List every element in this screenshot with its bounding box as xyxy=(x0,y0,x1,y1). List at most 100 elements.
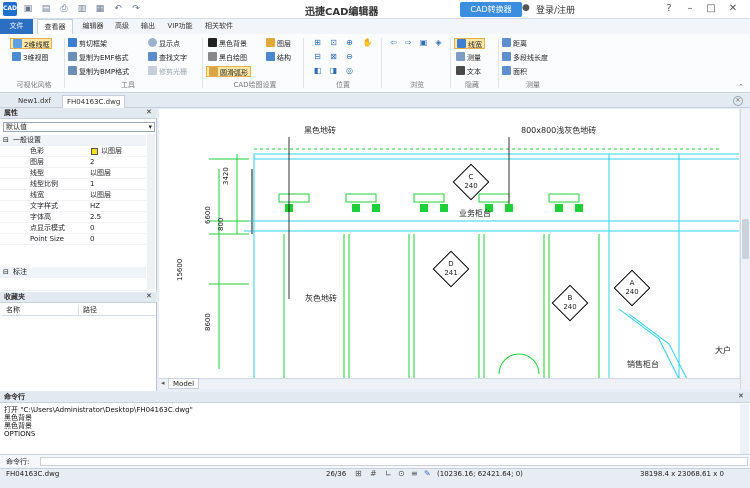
view-3d-button[interactable]: 3维视图 xyxy=(12,52,48,63)
command-input[interactable] xyxy=(40,457,748,466)
copy-emf-button[interactable]: 复制为EMF格式 xyxy=(68,52,129,63)
vertical-scrollbar[interactable] xyxy=(740,109,750,389)
zoom-prev-icon[interactable]: ⊟ xyxy=(314,52,321,61)
property-value[interactable]: 以图层 xyxy=(101,147,122,155)
scroll-thumb[interactable] xyxy=(742,219,749,259)
ortho-icon[interactable]: ∟ xyxy=(385,469,392,478)
pan-hand-icon[interactable]: ✋ xyxy=(362,38,373,47)
property-row[interactable]: 线宽 以图层 xyxy=(0,190,146,201)
back-icon[interactable]: ⇦ xyxy=(390,38,397,47)
smooth-arc-button[interactable]: 圆滑弧形 xyxy=(206,66,251,77)
polar-icon[interactable]: ⊙ xyxy=(398,469,405,478)
lineweight-button[interactable]: 线宽 xyxy=(454,38,485,49)
structure-button[interactable]: 结构 xyxy=(266,52,291,63)
property-key: 线宽 xyxy=(30,191,44,199)
property-row[interactable]: 线型以图层 xyxy=(0,168,146,179)
undo-icon[interactable]: ↶ xyxy=(114,4,122,14)
property-value[interactable]: 0 xyxy=(90,224,95,232)
property-value[interactable]: HZ xyxy=(90,202,101,210)
section-general[interactable]: ⊟一般设置 xyxy=(0,135,146,146)
property-value[interactable]: 1 xyxy=(90,180,95,188)
maximize-icon[interactable]: □ xyxy=(706,3,716,14)
property-value[interactable]: 2 xyxy=(90,158,95,166)
tab-advanced[interactable]: 高级 xyxy=(115,22,129,30)
model-tab[interactable]: Model xyxy=(168,378,200,389)
forward-icon[interactable]: ⇨ xyxy=(405,38,412,47)
zoom-in-icon[interactable]: ⊕ xyxy=(346,38,353,47)
property-row[interactable]: 色彩以图层 xyxy=(0,146,146,157)
doc-tab-fh04163c[interactable]: FH04163C.dwg xyxy=(62,95,126,108)
pen-icon[interactable]: ✎ xyxy=(424,469,431,478)
zoom-window-icon[interactable]: ⊞ xyxy=(314,38,321,47)
favorites-col-name[interactable]: 名称 xyxy=(6,306,20,314)
export-icon[interactable]: ▥ xyxy=(77,4,87,14)
favorites-close-icon[interactable]: ✕ xyxy=(146,292,152,300)
bw-draw-button[interactable]: 黑白绘图 xyxy=(208,52,247,63)
save-icon[interactable]: ▣ xyxy=(23,4,33,14)
clip-frame-button[interactable]: 剪切框架 xyxy=(68,38,107,49)
distance-button[interactable]: 距离 xyxy=(502,38,527,49)
first-layout-icon[interactable]: ◂ xyxy=(161,379,165,387)
drawing-canvas[interactable]: 黑色地砖 800x800浅灰色地砖 灰色地砖 业务柜台 销售柜台 大户 3420… xyxy=(159,109,739,379)
bookmark-icon[interactable]: ◈ xyxy=(435,38,442,47)
property-value[interactable]: 2.5 xyxy=(90,213,102,221)
wireframe-2d-label: 2维线框 xyxy=(24,41,50,49)
find-text-button[interactable]: 查找文字 xyxy=(148,52,187,63)
user-icon[interactable]: ● xyxy=(522,3,530,13)
wireframe-2d-button[interactable]: 2维线框 xyxy=(10,38,53,49)
properties-selector[interactable]: 默认值▾ xyxy=(3,122,155,132)
lineweight-status-icon[interactable]: ≡ xyxy=(411,469,418,478)
show-points-button[interactable]: 显示点 xyxy=(148,38,180,49)
tab-output[interactable]: 输出 xyxy=(141,22,155,30)
zoom-extents-icon[interactable]: ⊡ xyxy=(330,38,337,47)
grid-icon[interactable]: # xyxy=(370,469,377,478)
favorites-col-path[interactable]: 路径 xyxy=(78,305,97,316)
cad-converter-button[interactable]: CAD转换器 xyxy=(460,2,522,17)
tab-editor[interactable]: 编辑器 xyxy=(82,22,104,30)
open-icon[interactable]: ▤ xyxy=(41,4,51,14)
section-label[interactable]: ⊟标注 xyxy=(0,267,146,278)
login-link[interactable]: 登录/注册 xyxy=(536,6,576,16)
property-value[interactable]: 以图层 xyxy=(90,191,111,199)
print-icon[interactable]: ⎙ xyxy=(60,4,68,14)
view-front-icon[interactable]: ◨ xyxy=(329,66,338,75)
measure-hide-button[interactable]: 测量 xyxy=(456,52,481,63)
view-top-icon[interactable]: ◧ xyxy=(313,66,322,75)
close-icon[interactable]: ✕ xyxy=(728,3,738,14)
orbit-icon[interactable]: ◎ xyxy=(346,66,353,75)
close-doc-icon[interactable]: ✕ xyxy=(733,96,743,106)
layers-button[interactable]: 图层 xyxy=(266,38,291,49)
zoom-out-icon[interactable]: ⊖ xyxy=(346,52,353,61)
doc-tab-new1[interactable]: New1.dxf xyxy=(18,97,51,105)
page-icon[interactable]: ▣ xyxy=(419,38,428,47)
snap-icon[interactable]: ⊞ xyxy=(355,469,362,478)
copy-bmp-button[interactable]: 复制为BMP格式 xyxy=(68,66,129,77)
collapse-ribbon-icon[interactable]: ⌃ xyxy=(738,83,744,91)
black-bg-button[interactable]: 黑色背景 xyxy=(208,38,247,49)
polyline-length-button[interactable]: 多段线长度 xyxy=(502,52,548,63)
redo-icon[interactable]: ↷ xyxy=(132,4,140,14)
properties-scrollbar[interactable] xyxy=(147,134,155,289)
command-scrollbar[interactable] xyxy=(740,404,749,454)
zoom-fit-icon[interactable]: ⊠ xyxy=(330,52,337,61)
properties-close-icon[interactable]: ✕ xyxy=(146,108,152,116)
area-button[interactable]: 面积 xyxy=(502,66,527,77)
settings-icon[interactable]: ▦ xyxy=(95,4,105,14)
command-close-icon[interactable]: ✕ xyxy=(738,392,744,400)
property-value[interactable]: 以图层 xyxy=(90,169,111,177)
tab-related[interactable]: 相关软件 xyxy=(205,22,233,30)
tab-vip[interactable]: VIP功能 xyxy=(167,22,193,30)
text-hide-button[interactable]: 文本 xyxy=(456,66,481,77)
tab-file[interactable]: 文件 xyxy=(0,19,33,34)
help-icon[interactable]: ? xyxy=(666,3,672,14)
trim-raster-button[interactable]: 修剪光栅 xyxy=(148,66,187,77)
minimize-icon[interactable]: – xyxy=(687,3,693,14)
tab-viewer[interactable]: 查看器 xyxy=(37,19,73,34)
property-value[interactable]: 0 xyxy=(90,235,95,243)
